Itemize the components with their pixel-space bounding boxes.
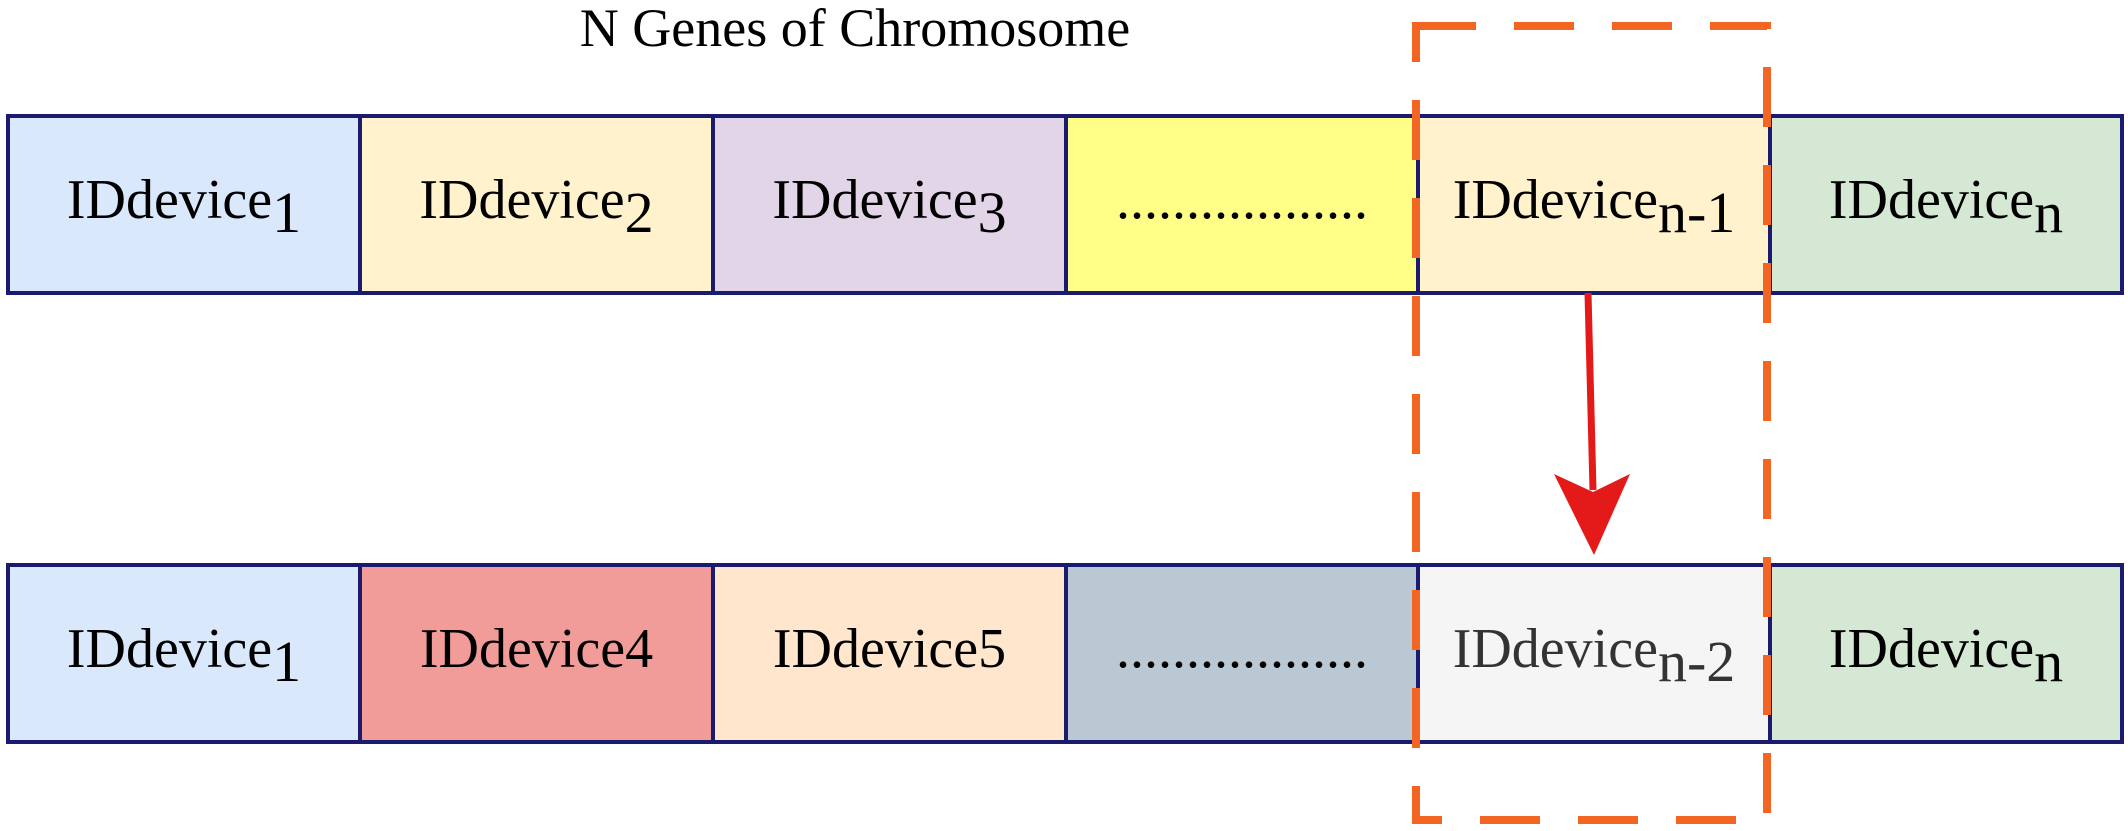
gene-label-subscript: 1 xyxy=(272,629,301,694)
gene-label-base: IDdevice4 xyxy=(420,618,653,680)
gene-cell xyxy=(6,114,362,295)
gene-label-base: IDdevice xyxy=(1829,618,2034,680)
gene-label-base: IDdevice xyxy=(1829,169,2034,231)
mutation-highlight-box xyxy=(1412,22,1771,824)
gene-label: IDdevicen-1 xyxy=(1453,169,1736,245)
gene-label: IDdevice1 xyxy=(67,169,301,245)
arrow-shaft xyxy=(1584,292,1597,491)
gene-label: IDdevice5 xyxy=(773,618,1006,680)
gene-label: .................. xyxy=(1116,169,1368,231)
gene-label-base: .................. xyxy=(1116,169,1368,231)
gene-label-base: IDdevice xyxy=(772,169,977,231)
gene-label: IDdevice2 xyxy=(419,169,653,245)
gene-cell xyxy=(1064,114,1420,295)
gene-label: .................. xyxy=(1116,618,1368,680)
gene-label-base: .................. xyxy=(1116,618,1368,680)
gene-label: IDdevicen xyxy=(1829,169,2063,245)
gene-label-subscript: n-2 xyxy=(1658,629,1735,694)
gene-label-subscript: n xyxy=(2034,180,2063,245)
gene-cell xyxy=(1768,563,2124,744)
gene-label-base: IDdevice xyxy=(67,618,272,680)
gene-label: IDdevice4 xyxy=(420,618,653,680)
gene-label-base: IDdevice xyxy=(67,169,272,231)
gene-label-base: IDdevice xyxy=(1453,618,1658,680)
gene-label-subscript: n-1 xyxy=(1658,180,1735,245)
gene-label-subscript: 2 xyxy=(625,180,654,245)
gene-label: IDdevice1 xyxy=(67,618,301,694)
gene-cell xyxy=(1768,114,2124,295)
gene-label: IDdevice3 xyxy=(772,169,1006,245)
gene-label: IDdevicen-2 xyxy=(1453,618,1736,694)
gene-cell xyxy=(711,563,1068,744)
gene-cell xyxy=(1416,563,1772,744)
gene-label-base: IDdevice xyxy=(419,169,624,231)
diagram-title: N Genes of Chromosome xyxy=(580,0,1130,58)
gene-cell xyxy=(711,114,1068,295)
gene-label-subscript: n xyxy=(2034,629,2063,694)
gene-label-subscript: 3 xyxy=(978,180,1007,245)
gene-label-base: IDdevice5 xyxy=(773,618,1006,680)
gene-label-subscript: 1 xyxy=(272,180,301,245)
gene-cell xyxy=(6,563,362,744)
mutation-arrow xyxy=(1554,292,1630,555)
arrow-head xyxy=(1554,474,1630,555)
gene-label-base: IDdevice xyxy=(1453,169,1658,231)
gene-label: IDdevicen xyxy=(1829,618,2063,694)
gene-cell xyxy=(358,563,715,744)
gene-cell xyxy=(1064,563,1420,744)
